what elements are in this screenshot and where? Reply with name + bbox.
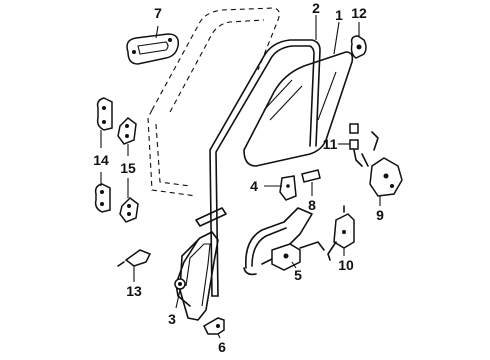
upper-hinge [96, 97, 113, 131]
lever-part-13 [117, 249, 152, 267]
window-regulator-front [174, 207, 227, 321]
lock-rod-clips [349, 123, 363, 167]
callout-15: 15 [120, 160, 136, 176]
callout-10: 10 [338, 257, 354, 273]
callout-13: 13 [126, 283, 142, 299]
callout-2: 2 [312, 0, 320, 16]
callout-14: 14 [93, 152, 109, 168]
door-glass [243, 51, 354, 167]
callout-4: 4 [250, 178, 258, 194]
clip-part-8 [301, 169, 321, 183]
callout-8: 8 [308, 197, 316, 213]
window-regulator-main [243, 207, 325, 276]
sash-bracket [279, 175, 297, 201]
leader-lines [100, 15, 381, 339]
outside-handle [126, 33, 180, 65]
callout-1: 1 [335, 7, 343, 23]
callout-9: 9 [376, 207, 384, 223]
callout-11: 11 [323, 136, 338, 152]
door-frame-outline [147, 7, 280, 197]
hinge-part-15-lower [119, 197, 139, 223]
callout-3: 3 [168, 311, 176, 327]
lock-actuator [327, 205, 355, 261]
callout-7: 7 [154, 5, 162, 21]
lower-hinge [94, 183, 111, 213]
clip-part-12 [350, 35, 367, 59]
glass-run-channel [209, 39, 321, 297]
window-crank-handle [203, 317, 225, 335]
callout-5: 5 [294, 267, 302, 283]
hinge-part-15-upper [117, 117, 137, 145]
door-lock-assembly [361, 131, 403, 197]
callout-12: 12 [351, 5, 367, 21]
callout-6: 6 [218, 339, 226, 355]
